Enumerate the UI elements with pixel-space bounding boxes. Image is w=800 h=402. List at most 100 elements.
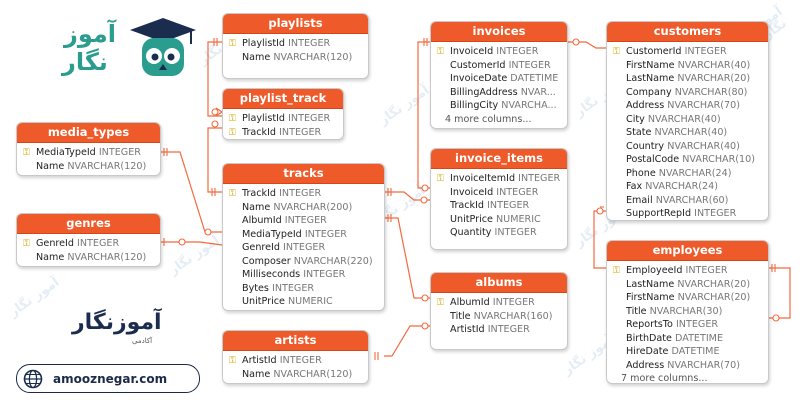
primary-key-icon: ⚿ [613,47,620,57]
more-columns-link[interactable]: 7 more columns... [621,373,708,384]
primary-key-icon: ⚿ [437,47,444,57]
column-name: Fax [626,181,643,192]
table-playlist-track[interactable]: playlist_track⚿PlaylistId INTEGER⚿TrackI… [222,88,344,140]
table-genres[interactable]: genres⚿GenreId INTEGER⚿Name NVARCHAR(120… [16,213,161,267]
column-name: MediaTypeId [36,147,96,158]
column-type: INTEGER [279,126,322,138]
column-name: ArtistId [242,355,277,366]
column-row: ⚿Composer NVARCHAR(220) [229,255,378,269]
column-name: HireDate [626,346,669,357]
column-row: ⚿Milliseconds INTEGER [229,268,378,282]
column-type: NVARCHAR(120) [67,251,147,263]
column-name: State [626,127,652,138]
table-albums[interactable]: albums⚿AlbumId INTEGER⚿Title NVARCHAR(16… [430,272,568,350]
column-type: NVAR... [520,86,556,98]
table-columns: ⚿InvoiceId INTEGER⚿CustomerId INTEGER⚿In… [431,42,567,128]
column-type: NVARCHAR(70) [667,359,740,371]
column-type: NVARCHAR(60) [655,194,729,206]
column-name: City [626,113,645,125]
column-row: ⚿Country NVARCHAR(40) [613,140,762,154]
column-type: NVARCHA... [501,100,557,111]
brand-logo: آموز نگار [16,14,206,84]
table-invoice-items[interactable]: invoice_items⚿InvoiceItemId INTEGER⚿Invo… [430,148,568,250]
column-type: NVARCHAR(20) [677,278,751,290]
logo-text-line1: آموز [64,20,116,48]
table-columns: ⚿EmployeeId INTEGER⚿LastName NVARCHAR(20… [607,261,768,384]
column-row: ⚿ReportsTo INTEGER [613,318,762,332]
column-row: ⚿EmployeeId INTEGER [613,264,762,278]
table-columns: ⚿TrackId INTEGER⚿Name NVARCHAR(200)⚿Albu… [223,184,384,310]
column-type: NVARCHAR(200) [273,201,353,213]
rel-tracks-albums [384,217,430,299]
column-row: ⚿LastName NVARCHAR(20) [613,72,762,86]
column-type: INTEGER [77,238,120,249]
column-name: Name [36,160,65,172]
column-row: ⚿Address NVARCHAR(70) [613,99,762,113]
column-name: BirthDate [626,332,672,344]
column-type: INTEGER [684,46,727,57]
website-link[interactable]: amooznegar.com [16,364,200,393]
column-row: ⚿PlaylistId INTEGER [229,112,337,126]
column-row: ⚿TrackId INTEGER [229,187,378,201]
table-employees[interactable]: employees⚿EmployeeId INTEGER⚿LastName NV… [606,240,769,384]
column-type: NUMERIC [288,296,333,307]
column-name: ArtistId [450,324,485,335]
column-row: ⚿Fax NVARCHAR(24) [613,180,762,194]
column-row: ⚿ArtistId INTEGER [437,323,561,337]
column-type: INTEGER [288,113,331,124]
column-name: AlbumId [450,297,490,308]
column-row: ⚿CustomerId INTEGER [437,59,561,73]
column-row: ⚿SupportRepId INTEGER [613,207,762,220]
column-type: NVARCHAR(40) [654,127,728,138]
table-title: invoice_items [431,149,567,169]
table-columns: ⚿InvoiceItemId INTEGER⚿InvoiceId INTEGER… [431,169,567,244]
column-row: ⚿HireDate DATETIME [613,345,762,359]
column-type: INTEGER [283,242,326,253]
column-name: FirstName [626,292,675,303]
table-title: tracks [223,164,384,184]
rel-employees-self [768,267,791,319]
column-row: ⚿Quantity INTEGER [437,226,561,240]
primary-key-icon: ⚿ [437,298,444,308]
column-type: NVARCHAR(40) [647,113,721,125]
table-columns: ⚿MediaTypeId INTEGER⚿Name NVARCHAR(120) [17,143,160,175]
column-type: NVARCHAR(24) [658,167,732,179]
table-columns: ⚿AlbumId INTEGER⚿Title NVARCHAR(160)⚿Art… [431,293,567,341]
table-artists[interactable]: artists⚿ArtistId INTEGER⚿Name NVARCHAR(1… [222,330,369,384]
column-type: INTEGER [271,282,315,294]
column-type: INTEGER [284,215,327,226]
table-media-types[interactable]: media_types⚿MediaTypeId INTEGER⚿Name NVA… [16,122,161,176]
column-type: NVARCHAR(40) [677,59,751,71]
table-tracks[interactable]: tracks⚿TrackId INTEGER⚿Name NVARCHAR(200… [222,163,385,311]
column-name: UnitPrice [450,213,493,225]
column-row: ⚿ArtistId INTEGER [229,354,362,368]
column-type: NVARCHAR(20) [677,73,751,84]
column-type: NVARCHAR(120) [273,368,353,380]
column-name: Title [450,310,471,322]
column-type: INTEGER [518,173,561,184]
column-type: DATETIME [510,73,559,84]
table-customers[interactable]: customers⚿CustomerId INTEGER⚿FirstName N… [606,21,769,221]
website-url: amooznegar.com [53,371,168,386]
column-row: ⚿Address NVARCHAR(70) [613,359,762,373]
more-columns-link[interactable]: 4 more columns... [445,113,532,125]
table-invoices[interactable]: invoices⚿InvoiceId INTEGER⚿CustomerId IN… [430,21,568,129]
column-row: ⚿PlaylistId INTEGER [229,37,362,51]
table-title: genres [17,214,160,234]
column-name: Address [626,359,665,371]
primary-key-icon: ⚿ [229,356,236,366]
primary-key-icon: ⚿ [229,127,236,138]
column-row: ⚿Name NVARCHAR(120) [23,160,154,174]
column-name: EmployeeId [626,265,683,276]
column-type: INTEGER [494,227,537,238]
column-row: ⚿Name NVARCHAR(120) [229,368,362,382]
column-row: ⚿FirstName NVARCHAR(40) [613,59,762,73]
column-type: NVARCHAR(40) [667,140,740,152]
primary-key-icon: ⚿ [23,239,30,249]
rel-media-types-tracks [160,151,222,233]
column-name: LastName [626,73,675,84]
column-type: INTEGER [675,319,719,330]
column-row: ⚿Name NVARCHAR(120) [229,51,362,65]
table-playlists[interactable]: playlists⚿PlaylistId INTEGER⚿Name NVARCH… [222,13,369,79]
